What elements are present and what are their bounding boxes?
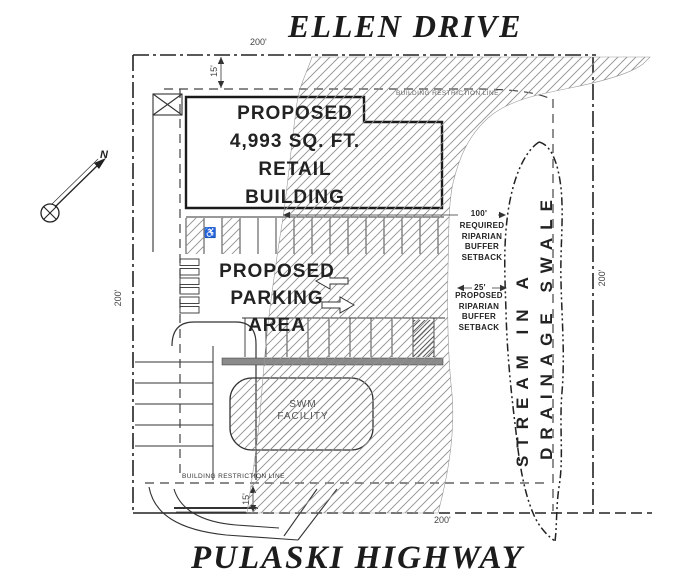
- road-title-ellen-drive: ELLEN DRIVE: [288, 8, 523, 44]
- hatched-stall: [186, 218, 204, 254]
- parking-label-line: PROPOSED: [219, 261, 335, 282]
- arrow-right: [321, 296, 356, 314]
- required-buffer-line: REQUIRED: [459, 221, 505, 230]
- proposed-buffer-line: RIPARIAN: [458, 301, 500, 311]
- swm-label: SWM FACILITY: [272, 399, 334, 422]
- parking-label-line: PARKING: [230, 288, 324, 309]
- dim-15-bottom: 15': [241, 493, 251, 505]
- required-buffer-line: BUFFER: [464, 242, 500, 251]
- dim-200-left: 200': [113, 289, 123, 307]
- dim-arrow: [217, 81, 225, 88]
- proposed-buffer-line: PROPOSED: [455, 291, 503, 300]
- required-buffer-line: RIPARIAN: [461, 231, 503, 241]
- building-label-line: 4,993 SQ. FT.: [229, 131, 361, 152]
- stream-label-line1: STREAM IN A: [513, 269, 532, 467]
- restriction-label-bottom: BUILDING RESTRICTION LINE: [182, 473, 285, 480]
- swm-label-line: SWM: [289, 399, 317, 410]
- dim-arrow: [217, 57, 225, 64]
- west-drive-lane: [135, 321, 257, 480]
- dim-200-bottom: 200': [434, 515, 451, 525]
- left-stall-bars: [179, 258, 200, 314]
- required-buffer-dim: 100': [470, 209, 488, 218]
- traffic-arrows: [314, 272, 356, 314]
- proposed-buffer-line: SETBACK: [458, 322, 500, 332]
- arrow-left: [314, 272, 349, 290]
- swm-label-line: FACILITY: [277, 410, 329, 422]
- stream-outline: [504, 141, 565, 542]
- dim-arrow: [499, 211, 506, 219]
- road-title-pulaski-highway: PULASKI HIGHWAY: [191, 540, 524, 576]
- proposed-buffer-line: BUFFER: [461, 312, 497, 321]
- utility-pad: [152, 93, 183, 116]
- dim-arrow: [500, 284, 507, 292]
- dim-arrow: [457, 284, 464, 292]
- building-label-line: PROPOSED: [237, 103, 353, 124]
- north-label: N: [100, 149, 108, 161]
- handicap-icon: ♿: [204, 228, 217, 239]
- proposed-buffer-label: PROPOSED RIPARIAN BUFFER SETBACK: [441, 291, 517, 333]
- dim-200-right: 200': [597, 269, 607, 287]
- required-buffer-line: SETBACK: [461, 252, 503, 262]
- required-buffer-label: REQUIRED RIPARIAN BUFFER SETBACK: [444, 221, 520, 263]
- building-label: PROPOSED 4,993 SQ. FT. RETAIL BUILDING: [195, 100, 395, 212]
- dim-200-top: 200': [250, 37, 267, 47]
- proposed-buffer-dim: 25': [474, 283, 486, 292]
- stream-label-line2: DRAINAGE SWALE: [537, 192, 556, 460]
- hatched-stall: [222, 218, 240, 254]
- north-arrow: [40, 158, 106, 223]
- curb-lines: [152, 93, 183, 252]
- parking-label-line: AREA: [248, 315, 306, 336]
- building-label-line: BUILDING: [245, 187, 345, 208]
- hatched-area: [246, 56, 651, 514]
- dim-arrow: [283, 211, 290, 219]
- parking-label: PROPOSED PARKING AREA: [197, 258, 357, 339]
- building-label-line: RETAIL: [258, 159, 332, 180]
- restriction-label-top: BUILDING RESTRICTION LINE: [396, 90, 499, 97]
- dim-15-top: 15': [209, 65, 219, 77]
